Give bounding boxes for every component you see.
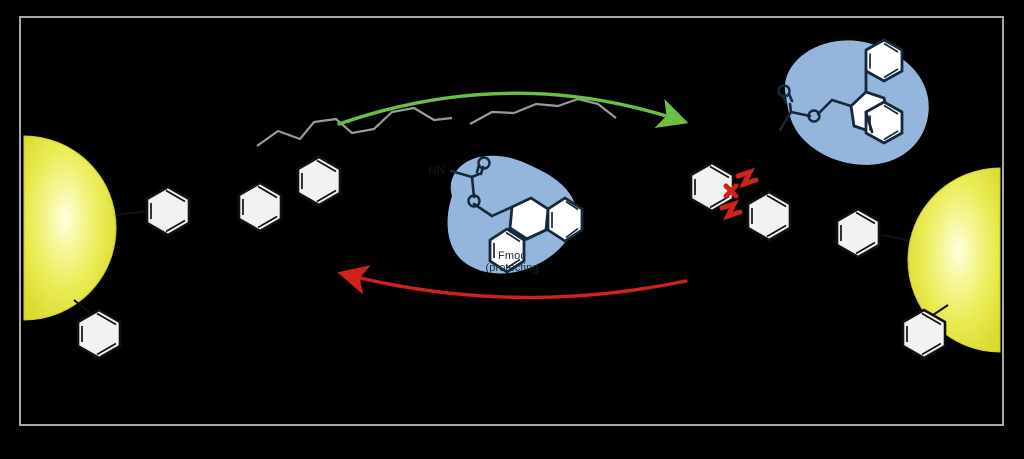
benzene-ring (237, 181, 283, 233)
peptide-backbone-zigzag (256, 97, 617, 147)
bond-cleavage-marks (719, 167, 759, 221)
benzene-ring (835, 207, 881, 259)
benzene-rings-group (76, 155, 947, 360)
fmoc-group-label: Fmoc (protecting (485, 250, 538, 274)
benzene-ring (901, 308, 947, 360)
fmoc-protected-amino-acid-top-right (777, 38, 929, 165)
coupling-arrow (337, 91, 689, 128)
benzene-ring (76, 308, 122, 360)
solid-support-bead-left (23, 135, 117, 321)
benzene-ring (689, 161, 735, 213)
fmoc-protected-amino-acid-center (447, 155, 584, 274)
fmoc-label-line2: (protecting (485, 262, 539, 274)
deprotection-arrow (337, 265, 688, 300)
benzene-ring (746, 190, 792, 242)
benzene-ring (145, 185, 191, 237)
hn-atom-label: HN (428, 163, 446, 177)
benzene-ring (296, 155, 342, 207)
solid-support-bead-right (907, 167, 1001, 353)
bead-linker-bonds (73, 210, 949, 316)
fmoc-label-line1: Fmoc (498, 250, 526, 262)
